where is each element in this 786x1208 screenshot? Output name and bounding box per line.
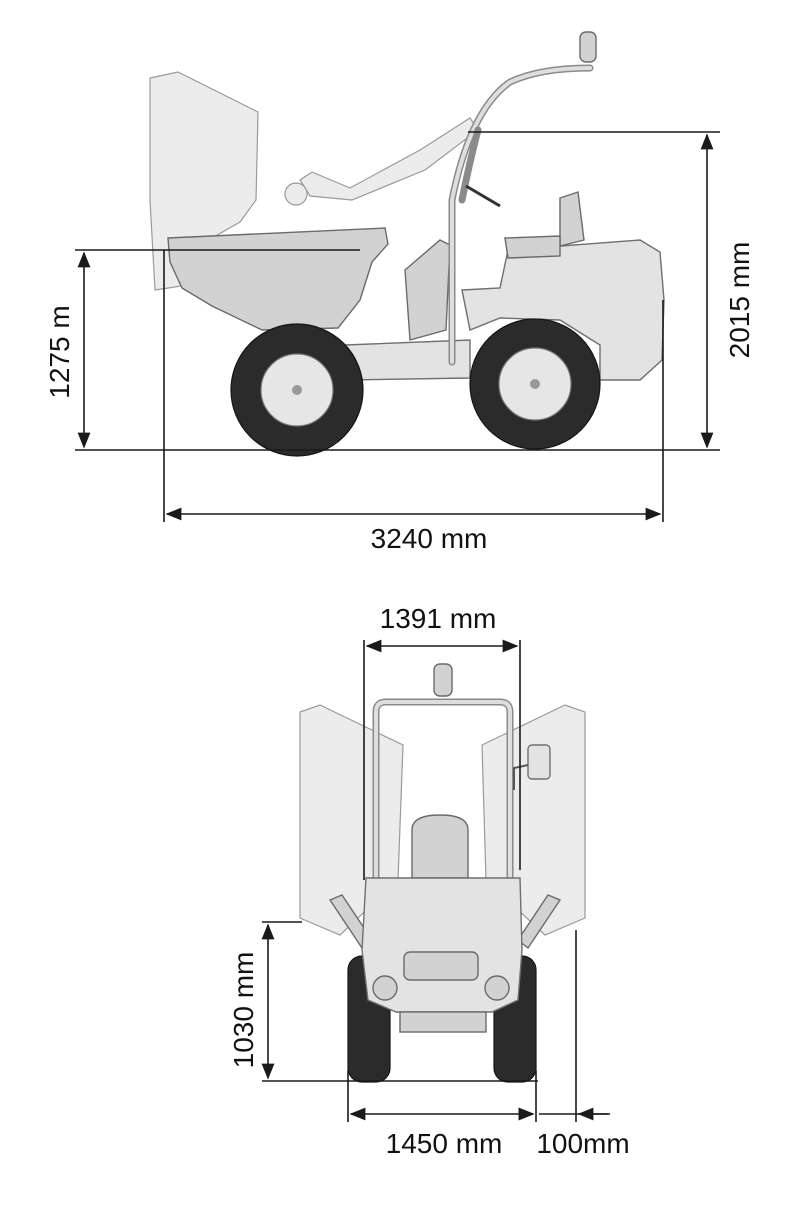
raised-skip-ghost (149, 71, 259, 291)
seat (559, 191, 585, 247)
mirror (527, 744, 551, 780)
front-dimensions (261, 639, 610, 1122)
track-width-label: 1450 mm (386, 1128, 503, 1159)
dump-height-label: 1275 m (44, 305, 75, 398)
right-light (484, 975, 510, 1001)
front-beacon (433, 663, 453, 697)
right-skip-arm (517, 894, 562, 950)
rops-width-label: 1391 mm (380, 603, 497, 634)
skip-height-label: 1030 mm (228, 952, 259, 1069)
overhang-label: 100mm (536, 1128, 629, 1159)
steering-wheel (465, 184, 501, 208)
beacon (579, 31, 597, 63)
side-dimensions (75, 131, 720, 522)
front-grille (403, 951, 479, 981)
left-light (372, 975, 398, 1001)
rops-support (458, 126, 482, 204)
overall-length-label: 3240 mm (371, 523, 488, 554)
front-body (361, 877, 523, 1013)
beacon-ghost (284, 182, 308, 206)
seat-base (504, 235, 561, 259)
side-view-dumper (149, 31, 665, 457)
front-view-dumper (299, 663, 586, 1083)
front-axle (399, 1011, 487, 1033)
overall-height-label: 2015 mm (724, 242, 755, 359)
engine-cover (404, 239, 451, 341)
skip (167, 227, 389, 331)
front-seat (411, 814, 469, 879)
